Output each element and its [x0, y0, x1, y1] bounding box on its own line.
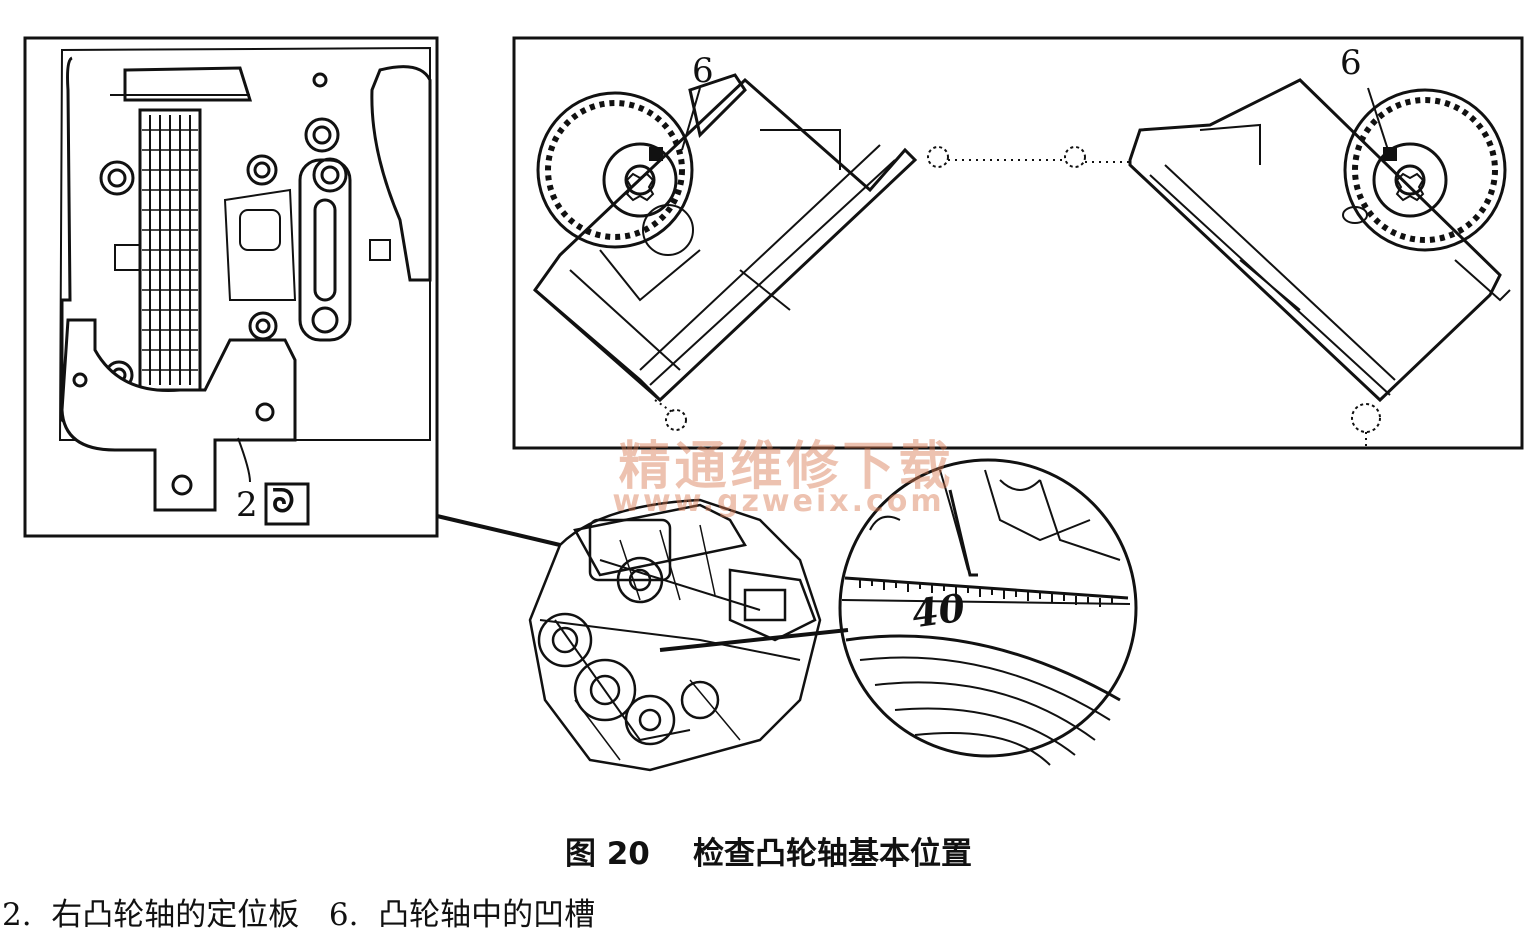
scale-reading-40: 40 — [909, 584, 968, 637]
legend-number: 6. — [328, 897, 359, 933]
figure-title: 检查凸轮轴基本位置 — [693, 836, 973, 872]
camshaft-slots-panel — [512, 36, 1524, 450]
right-camshaft-sprocket — [1343, 87, 1507, 252]
callout-6-right: 6 — [1340, 43, 1362, 83]
callout-6-left: 6 — [692, 51, 714, 91]
parts-legend: 2. 右凸轮轴的定位板 6. 凸轮轴中的凹槽 — [2, 889, 595, 934]
timing-chain-path — [654, 146, 1381, 448]
connector-line-left — [436, 514, 561, 547]
figure-caption: 图 20 检查凸轮轴基本位置 — [0, 828, 1537, 873]
legend-number: 2. — [2, 897, 32, 933]
special-tool-icon: ᘐ — [272, 482, 295, 520]
figure-number: 图 20 — [564, 836, 650, 872]
engine-illustration — [528, 498, 822, 772]
right-cylinder-head — [1128, 78, 1511, 403]
callout-2: 2 — [236, 485, 258, 525]
legend-text: 凸轮轴中的凹槽 — [378, 897, 596, 933]
legend-text: 右凸轮轴的定位板 — [51, 897, 300, 933]
locating-plate-panel — [23, 36, 439, 538]
left-camshaft-sprocket — [536, 73, 747, 249]
connector-line-right — [659, 628, 849, 652]
left-cylinder-head — [532, 77, 918, 403]
watermark-url: www.gzweix.com — [612, 484, 945, 519]
degree-scale-magnifier — [838, 458, 1138, 766]
watermark-text: 精通维修下载 — [618, 437, 955, 497]
